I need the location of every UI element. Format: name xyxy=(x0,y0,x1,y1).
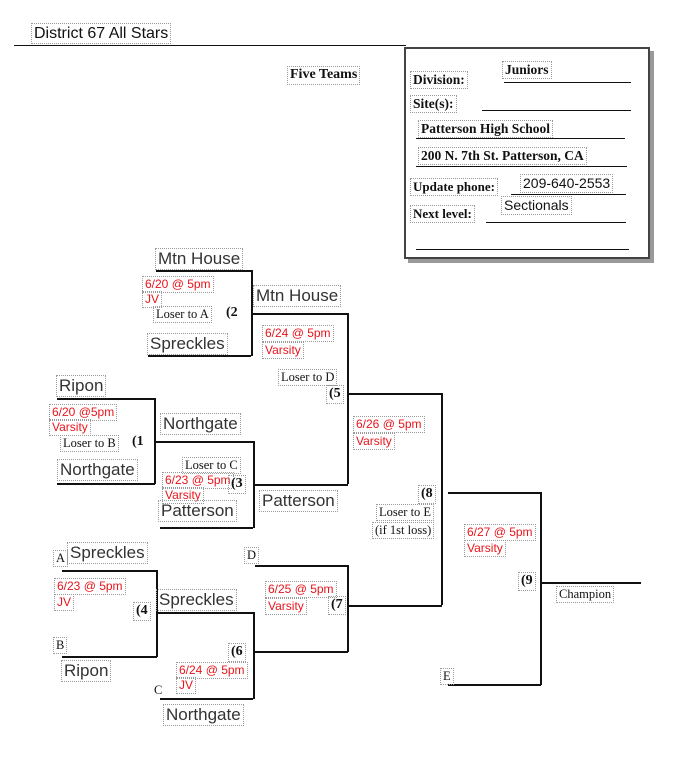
game-7-date: 6/25 @ 5pm xyxy=(265,581,337,598)
bracket-line xyxy=(251,313,347,315)
bracket-line xyxy=(148,355,251,357)
game-7-level: Varsity xyxy=(265,598,307,615)
game-6-number: (6 xyxy=(228,643,246,662)
bracket-line xyxy=(255,565,347,567)
game-5-level: Varsity xyxy=(262,342,304,359)
team-northgate-loser: Northgate xyxy=(163,704,244,727)
next-level-value: Sectionals xyxy=(501,196,572,215)
game-7-number: (7 xyxy=(328,596,346,615)
bracket-line xyxy=(347,605,442,607)
page-title: District 67 All Stars xyxy=(31,23,172,45)
game-5-date: 6/24 @ 5pm xyxy=(262,325,334,342)
marker-c: C xyxy=(154,683,163,697)
game-2-date: 6/20 @ 5pm xyxy=(142,276,214,293)
bracket-line xyxy=(156,270,251,272)
game-6-level: JV xyxy=(176,677,197,694)
bracket-line xyxy=(253,612,255,699)
game-9-date: 6/27 @ 5pm xyxy=(464,524,536,541)
bracket-line xyxy=(448,684,541,686)
next-level-label: Next level: xyxy=(410,205,475,223)
bracket-line xyxy=(253,441,255,528)
game-9-level: Varsity xyxy=(464,540,506,557)
update-phone-value: 209-640-2553 xyxy=(520,174,614,193)
team-spreckles-loser: Spreckles xyxy=(67,542,148,565)
team-northgate-advanced: Northgate xyxy=(160,413,241,436)
team-patterson-advanced: Patterson xyxy=(259,490,338,513)
game-3-level: Varsity xyxy=(162,487,204,504)
bracket-line xyxy=(155,441,253,443)
bracket-line xyxy=(160,527,253,529)
sites-label: Site(s): xyxy=(410,95,457,114)
team-spreckles-advanced: Spreckles xyxy=(156,589,237,612)
bracket-line xyxy=(254,484,348,486)
game-2-level: JV xyxy=(142,291,163,308)
game-1-number: (1 xyxy=(132,434,144,449)
game-5-loser-note: Loser to D xyxy=(278,369,338,386)
site-name: Patterson High School xyxy=(418,120,554,139)
update-phone-label: Update phone: xyxy=(410,178,498,196)
team-ripon-loser: Ripon xyxy=(61,660,112,683)
bracket-line xyxy=(157,612,253,614)
game-8-number: (8 xyxy=(418,485,436,504)
game-8-loser-note: Loser to E xyxy=(376,504,435,521)
bracket-line xyxy=(62,570,157,572)
header-rule xyxy=(14,45,406,46)
division-value: Juniors xyxy=(502,61,552,80)
marker-d: D xyxy=(244,547,260,564)
marker-e: E xyxy=(440,668,454,685)
game-3-number: (3 xyxy=(228,475,246,494)
division-label: Division: xyxy=(410,71,468,90)
bracket-line xyxy=(347,313,349,484)
team-mtn-house: Mtn House xyxy=(155,248,244,271)
team-spreckles: Spreckles xyxy=(147,333,228,356)
game-8-loser-condition: (if 1st loss) xyxy=(372,522,435,539)
team-mtn-house-advanced: Mtn House xyxy=(253,285,342,308)
game-1-date: 6/20 @5pm xyxy=(49,404,118,421)
bracket-line xyxy=(253,651,348,653)
game-4-level: JV xyxy=(54,594,75,611)
bracket-line xyxy=(62,656,157,658)
game-9-number: (9 xyxy=(518,572,536,591)
bracket-line xyxy=(448,492,541,494)
bracket-line xyxy=(347,393,443,395)
bracket-line xyxy=(347,565,349,652)
marker-b: B xyxy=(53,637,68,654)
bracket-line xyxy=(57,398,155,400)
game-6-date: 6/24 @ 5pm xyxy=(176,662,248,679)
tournament-info-panel xyxy=(404,47,650,259)
bracket-line xyxy=(441,393,443,605)
bracket-line xyxy=(540,492,542,685)
bracket-line xyxy=(160,698,253,700)
game-2-number: (2 xyxy=(226,305,238,320)
site-address: 200 N. 7th St. Patterson, CA xyxy=(418,147,587,166)
game-4-number: (4 xyxy=(133,602,151,621)
team-northgate: Northgate xyxy=(57,459,138,482)
game-4-date: 6/23 @ 5pm xyxy=(54,578,126,595)
game-5-number: (5 xyxy=(326,385,344,404)
bracket-line xyxy=(156,570,158,657)
game-1-loser-note: Loser to B xyxy=(60,435,119,452)
game-2-loser-note: Loser to A xyxy=(153,306,212,323)
bracket-line xyxy=(154,398,156,484)
bracket-line xyxy=(57,483,155,485)
marker-a: A xyxy=(53,550,69,567)
bracket-line xyxy=(541,582,641,584)
game-1-level: Varsity xyxy=(49,419,91,436)
champion-label: Champion xyxy=(556,586,615,603)
team-ripon: Ripon xyxy=(56,375,107,398)
bracket-format: Five Teams xyxy=(287,66,361,85)
game-3-loser-note: Loser to C xyxy=(182,457,241,474)
game-8-level: Varsity xyxy=(353,433,395,450)
game-3-date: 6/23 @ 5pm xyxy=(162,472,234,489)
team-patterson: Patterson xyxy=(158,500,237,523)
game-8-date: 6/26 @ 5pm xyxy=(353,416,425,433)
